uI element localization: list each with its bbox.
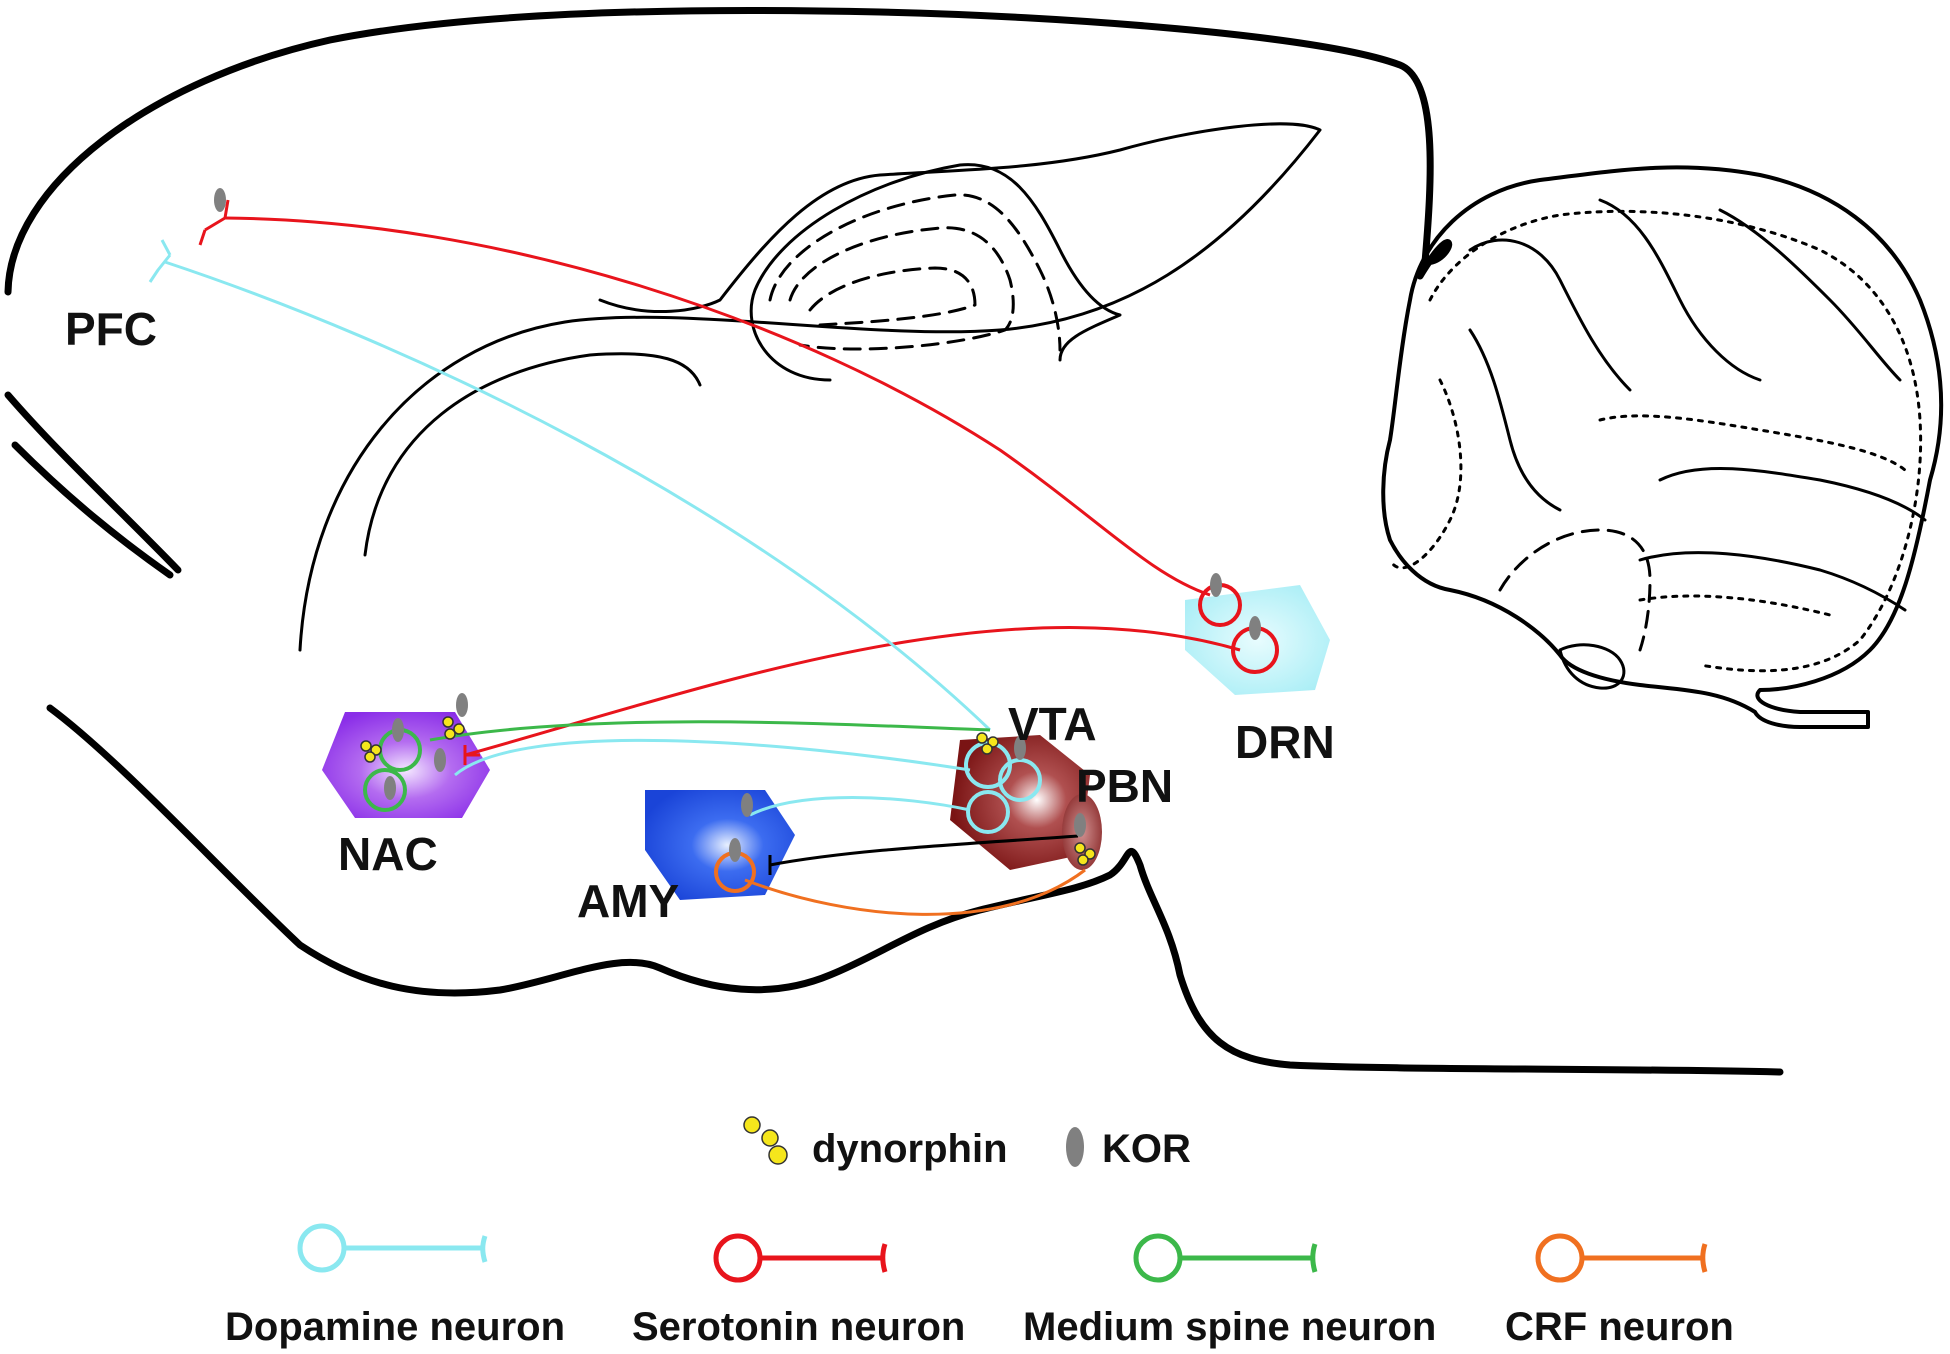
dopamine-pfc-terminal bbox=[148, 239, 172, 283]
legend-serotonin-label: Serotonin neuron bbox=[632, 1305, 965, 1349]
brainstem-dashed bbox=[1498, 528, 1652, 652]
dynorphin-cluster-vta bbox=[976, 732, 999, 755]
brainstem-loop bbox=[1558, 643, 1626, 690]
cerebellum bbox=[1381, 165, 1944, 729]
legend-crf-label: CRF neuron bbox=[1505, 1305, 1734, 1349]
amy-region bbox=[645, 790, 795, 900]
cerebellum-fold-4 bbox=[1658, 467, 1927, 522]
cerebellum-fold-5 bbox=[1638, 551, 1907, 612]
axon-terminals bbox=[148, 199, 772, 875]
hippocampus-layer-2 bbox=[788, 226, 1015, 351]
serotonin-nac-terminal bbox=[463, 745, 480, 765]
neuron-legend: Dopamine neuron Serotonin neuron Medium … bbox=[225, 1223, 1734, 1349]
dynorphin-clusters bbox=[360, 716, 1096, 866]
kor-marker bbox=[741, 793, 753, 817]
kor-marker bbox=[384, 776, 396, 800]
dynorphin-cluster-nac-2 bbox=[360, 740, 382, 763]
brain-outline bbox=[4, 6, 1784, 1076]
legend-serotonin-icon bbox=[713, 1233, 888, 1283]
cerebellum-dotted-2 bbox=[1388, 378, 1463, 570]
cerebellum-dotted-4 bbox=[1638, 594, 1832, 617]
cerebellum-dotted-1 bbox=[1428, 209, 1923, 673]
nac-msn-soma-2 bbox=[363, 768, 407, 812]
crf-amy-pbn-projection bbox=[744, 868, 1086, 916]
legend-msn-label: Medium spine neuron bbox=[1023, 1305, 1436, 1349]
dynorphin-cluster-nac-1 bbox=[442, 716, 465, 740]
pbn-amy-projection bbox=[769, 834, 1079, 867]
label-amy: AMY bbox=[577, 875, 679, 927]
kor-marker bbox=[456, 693, 468, 717]
projections bbox=[164, 216, 1241, 916]
corpus-callosum-inner bbox=[363, 352, 702, 557]
cerebellum-dotted-3 bbox=[1598, 414, 1907, 472]
label-pfc: PFC bbox=[65, 303, 157, 355]
ventral-outline bbox=[46, 704, 1784, 1076]
kor-icon bbox=[1066, 1127, 1084, 1167]
dopamine-amy-projection bbox=[749, 796, 971, 817]
cerebellum-fold-1 bbox=[1468, 238, 1632, 392]
kor-marker bbox=[214, 188, 226, 212]
legend-dopamine-icon bbox=[297, 1223, 488, 1273]
cerebellum-outline bbox=[1381, 165, 1944, 729]
kor-marker bbox=[392, 718, 404, 742]
marker-key: dynorphin KOR bbox=[743, 1116, 1191, 1171]
cerebellum-fold-2 bbox=[1598, 198, 1762, 382]
kor-receptors bbox=[214, 188, 1261, 862]
cortex-outline bbox=[4, 6, 1453, 296]
legend-msn-icon bbox=[1133, 1233, 1318, 1283]
olfactory-bulb-outline bbox=[4, 391, 182, 579]
serotonin-pfc-terminal bbox=[198, 199, 230, 246]
label-vta: VTA bbox=[1008, 698, 1097, 750]
hippocampus-layer-3 bbox=[808, 266, 977, 327]
dopamine-nac-projection bbox=[454, 738, 971, 777]
msn-nac-vta-projection bbox=[429, 720, 991, 742]
kor-marker bbox=[1074, 813, 1086, 837]
serotonin-nac-projection bbox=[464, 626, 1241, 757]
label-pbn: PBN bbox=[1076, 760, 1173, 812]
label-nac: NAC bbox=[338, 828, 438, 880]
dynorphin-cluster-pbn bbox=[1074, 842, 1096, 866]
legend-crf-icon bbox=[1535, 1233, 1708, 1283]
kor-marker bbox=[434, 748, 446, 772]
kor-marker bbox=[1210, 573, 1222, 597]
dynorphin-key-label: dynorphin bbox=[812, 1127, 1008, 1171]
hippocampus-layer-1 bbox=[768, 193, 1062, 352]
cerebellum-fold-6 bbox=[1468, 328, 1562, 512]
dynorphin-icon bbox=[743, 1116, 788, 1165]
drn-region bbox=[1185, 585, 1330, 695]
hippocampus-outline bbox=[749, 163, 1122, 382]
label-drn: DRN bbox=[1235, 716, 1335, 768]
serotonin-pfc-projection bbox=[224, 216, 1211, 597]
kor-key-label: KOR bbox=[1102, 1127, 1191, 1171]
kor-marker bbox=[1249, 616, 1261, 640]
vta-dopamine-soma-3 bbox=[966, 790, 1010, 834]
corpus-callosum-outer bbox=[298, 122, 1322, 652]
cerebellum-fold-3 bbox=[1718, 208, 1902, 382]
dopamine-pfc-projection bbox=[164, 260, 992, 732]
kor-marker bbox=[1014, 736, 1026, 760]
kor-marker bbox=[729, 838, 741, 862]
legend-dopamine-label: Dopamine neuron bbox=[225, 1305, 565, 1349]
